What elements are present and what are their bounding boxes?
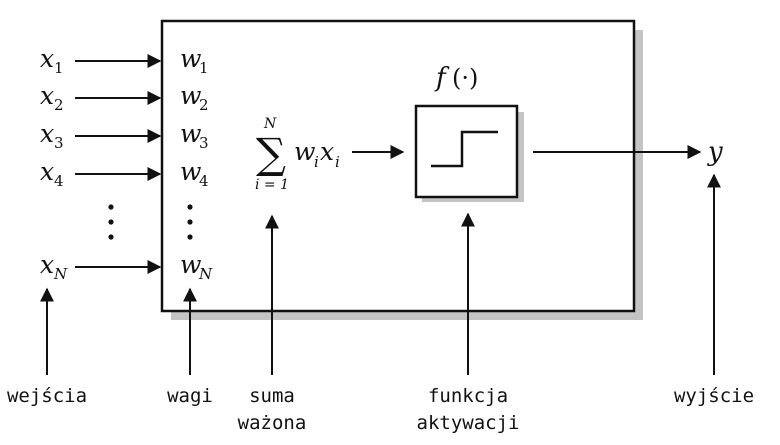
input-x2: x 2: [40, 81, 64, 114]
weight-w1: w 1: [180, 44, 209, 77]
inputs-ellipsis: [108, 204, 114, 240]
step-function-icon: [431, 130, 498, 168]
caption-sum-line2: ważona: [238, 412, 307, 434]
svg-text:w: w: [180, 250, 201, 279]
caption-inputs: wejścia: [7, 385, 87, 407]
input-x3: x 3: [40, 119, 64, 152]
svg-text:w: w: [180, 119, 201, 148]
svg-text:2: 2: [54, 96, 64, 114]
sum-symbol: ∑: [256, 129, 286, 178]
svg-text:1: 1: [54, 59, 64, 77]
svg-text:N: N: [53, 265, 68, 283]
svg-text:x: x: [320, 137, 334, 166]
weight-w4: w 4: [180, 157, 209, 190]
svg-text:w: w: [180, 44, 201, 73]
svg-text:w: w: [180, 157, 201, 186]
input-x4: x 4: [40, 157, 64, 190]
caption-activation-line2: aktywacji: [417, 412, 520, 434]
weight-w2: w 2: [180, 81, 209, 114]
svg-text:1: 1: [199, 59, 209, 77]
activation-function-label: f (·): [434, 63, 478, 93]
svg-text:3: 3: [54, 134, 64, 152]
svg-text:N: N: [198, 265, 213, 283]
caption-weights: wagi: [167, 385, 213, 407]
svg-text:N: N: [263, 116, 277, 132]
input-x1: x 1: [40, 44, 64, 77]
output-y: y: [707, 137, 723, 167]
neuron-box: [160, 19, 636, 313]
svg-text:2: 2: [199, 96, 209, 114]
svg-text:x: x: [40, 81, 54, 110]
svg-text:i: i: [335, 153, 340, 171]
svg-text:x: x: [40, 119, 54, 148]
weighted-sum-formula: N ∑ i = 1 w i x i: [255, 116, 340, 193]
caption-activation-line1: funkcja: [428, 385, 508, 407]
caption-sum-line1: suma: [249, 385, 295, 407]
svg-text:3: 3: [199, 134, 209, 152]
weight-wn: w N: [180, 250, 213, 283]
svg-text:x: x: [40, 157, 54, 186]
svg-text:4: 4: [199, 172, 209, 190]
svg-text:x: x: [40, 44, 54, 73]
svg-text:(·): (·): [452, 64, 478, 92]
svg-text:i = 1: i = 1: [255, 177, 289, 193]
weight-w3: w 3: [180, 119, 209, 152]
weights-ellipsis: [187, 204, 193, 240]
svg-text:w: w: [180, 81, 201, 110]
caption-output: wyjście: [674, 385, 754, 407]
svg-text:x: x: [40, 250, 54, 279]
input-xn: x N: [40, 250, 68, 283]
svg-text:4: 4: [54, 172, 64, 190]
svg-text:w: w: [294, 137, 315, 166]
svg-text:i: i: [314, 153, 319, 171]
activation-box: [414, 104, 519, 199]
